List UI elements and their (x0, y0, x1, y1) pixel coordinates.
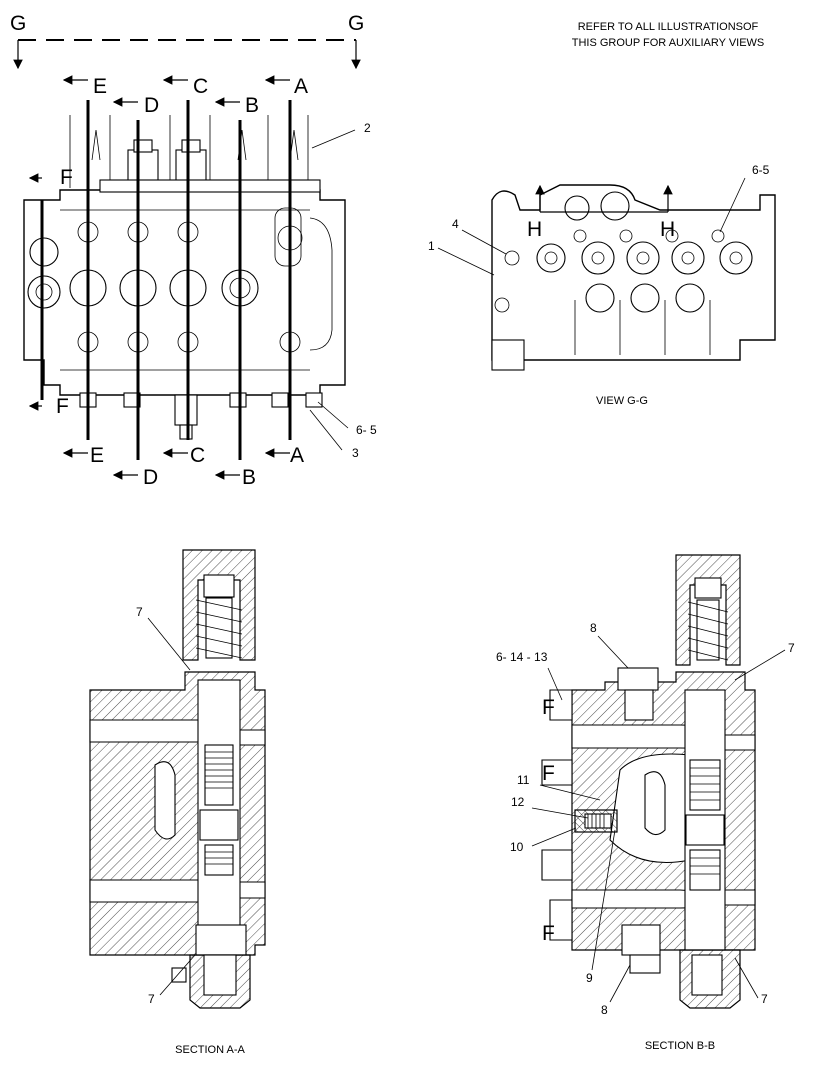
caption-section-bb: SECTION B-B (645, 1040, 715, 1052)
callout-7-bb-top: 7 (788, 641, 795, 655)
callout-6-14-13: 6- 14 - 13 (496, 650, 548, 664)
marker-h-left: H (527, 218, 542, 241)
callout-6-5-top-view: 6- 5 (356, 423, 377, 437)
section-a-a: 7 7 SECTION A-A (89, 549, 266, 1056)
marker-f-bottom: F (56, 395, 69, 418)
auxiliary-views-note: REFER TO ALL ILLUSTRATIONSOF THIS GROUP … (572, 21, 765, 49)
callout-10: 10 (510, 840, 524, 854)
section-line-h: H H (527, 184, 675, 241)
marker-e-top: E (93, 75, 107, 98)
bottom-fittings (79, 392, 323, 440)
callout-9: 9 (586, 971, 593, 985)
callout-1: 1 (428, 239, 435, 253)
marker-g-left: G (10, 12, 26, 35)
callout-6-5-view-gg: 6-5 (752, 163, 770, 177)
callout-8-top: 8 (590, 621, 597, 635)
marker-c-bottom: C (190, 444, 205, 467)
view-g-g: H H 4 1 6-5 VIEW G-G (428, 163, 776, 407)
marker-a-top: A (294, 75, 308, 98)
port-f-1: F (542, 696, 555, 719)
valve-top-view: G G (10, 12, 377, 489)
marker-a-bottom: A (290, 444, 304, 467)
top-view-callouts: 2 6- 5 3 (309, 121, 377, 460)
callout-12: 12 (511, 795, 525, 809)
marker-d-top: D (144, 94, 159, 117)
note-line-2: THIS GROUP FOR AUXILIARY VIEWS (572, 37, 765, 49)
section-cut-lines (40, 100, 292, 460)
section-markers-top: E D C B A F (28, 75, 308, 189)
marker-e-bottom: E (90, 444, 104, 467)
section-markers-bottom: E D C B A F (28, 395, 304, 489)
marker-d-bottom: D (143, 466, 158, 489)
marker-c-top: C (193, 75, 208, 98)
section-line-g: G G (10, 12, 364, 70)
callout-8-bottom: 8 (601, 1003, 608, 1017)
port-f-3: F (542, 922, 555, 945)
marker-b-top: B (245, 94, 259, 117)
body-ports (27, 207, 303, 353)
section-aa-spool (199, 744, 239, 876)
section-bb-spool (685, 759, 725, 891)
caption-view-gg: VIEW G-G (596, 395, 648, 407)
callout-7-aa-bottom: 7 (148, 992, 155, 1006)
section-b-b: F F F 8 6- 14 - 13 7 (496, 554, 795, 1052)
view-gg-body (491, 184, 776, 361)
marker-h-right: H (660, 218, 675, 241)
marker-g-right: G (348, 12, 364, 35)
top-fittings (69, 115, 321, 193)
callout-7-aa-top: 7 (136, 605, 143, 619)
marker-b-bottom: B (242, 466, 256, 489)
callout-7-bb-bottom: 7 (761, 992, 768, 1006)
callout-4: 4 (452, 217, 459, 231)
port-f-2: F (542, 762, 555, 785)
callout-3: 3 (352, 446, 359, 460)
view-gg-ports (494, 191, 753, 313)
caption-section-aa: SECTION A-A (175, 1044, 245, 1056)
callout-11: 11 (517, 773, 530, 787)
callout-2: 2 (364, 121, 371, 135)
marker-f-top: F (60, 166, 73, 189)
note-line-1: REFER TO ALL ILLUSTRATIONSOF (578, 21, 759, 33)
